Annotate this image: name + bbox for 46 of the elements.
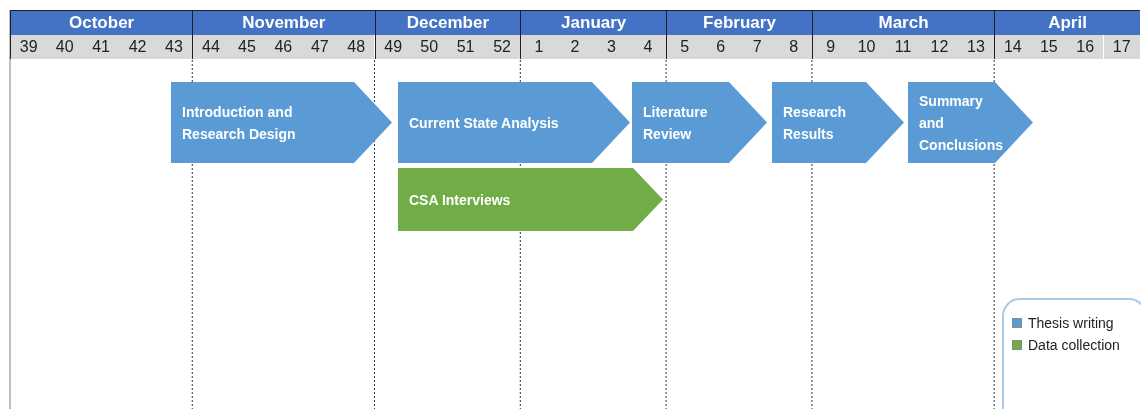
week-number: 10 xyxy=(848,35,885,59)
phase-block: Introduction and Research Design xyxy=(171,82,392,163)
month-header: February xyxy=(666,10,812,35)
week-number: 42 xyxy=(119,35,156,59)
month-header: April xyxy=(994,10,1140,35)
week-number: 7 xyxy=(739,35,776,59)
week-number: 41 xyxy=(82,35,120,59)
week-number: 45 xyxy=(228,35,266,59)
week-number: 43 xyxy=(155,35,193,59)
phase-block: CSA Interviews xyxy=(398,168,663,231)
week-number: 13 xyxy=(957,35,995,59)
week-number: 46 xyxy=(265,35,302,59)
month-header: December xyxy=(374,10,521,35)
legend-label: Data collection xyxy=(1028,336,1121,355)
week-number: 39 xyxy=(10,35,47,59)
legend-label: Thesis writing xyxy=(1028,314,1115,333)
week-number: 5 xyxy=(666,35,703,59)
week-number: 1 xyxy=(520,35,557,59)
week-number: 6 xyxy=(702,35,739,59)
week-number: 48 xyxy=(338,35,375,59)
week-number: 9 xyxy=(811,35,849,59)
week-number: 14 xyxy=(994,35,1031,59)
month-header: November xyxy=(192,10,375,35)
week-number: 16 xyxy=(1067,35,1104,59)
week-number: 17 xyxy=(1103,35,1140,59)
week-number: 49 xyxy=(374,35,411,59)
phase-block: Literature Review xyxy=(632,82,767,163)
week-number: 47 xyxy=(301,35,339,59)
phase-block: Summary and Conclusions xyxy=(908,82,1033,163)
phase-block: Current State Analysis xyxy=(398,82,630,163)
week-number: 44 xyxy=(192,35,229,59)
week-number: 51 xyxy=(447,35,484,59)
week-number: 15 xyxy=(1030,35,1068,59)
week-number: 52 xyxy=(483,35,521,59)
week-number: 4 xyxy=(629,35,667,59)
week-number: 50 xyxy=(410,35,448,59)
week-number: 40 xyxy=(46,35,83,59)
month-header: March xyxy=(811,10,995,35)
phase-block: Research Results xyxy=(772,82,904,163)
week-number: 11 xyxy=(884,35,922,59)
week-number: 8 xyxy=(775,35,812,59)
month-header: January xyxy=(520,10,667,35)
week-number: 3 xyxy=(593,35,630,59)
week-number: 2 xyxy=(556,35,594,59)
week-number: 12 xyxy=(921,35,958,59)
month-header: October xyxy=(10,10,193,35)
